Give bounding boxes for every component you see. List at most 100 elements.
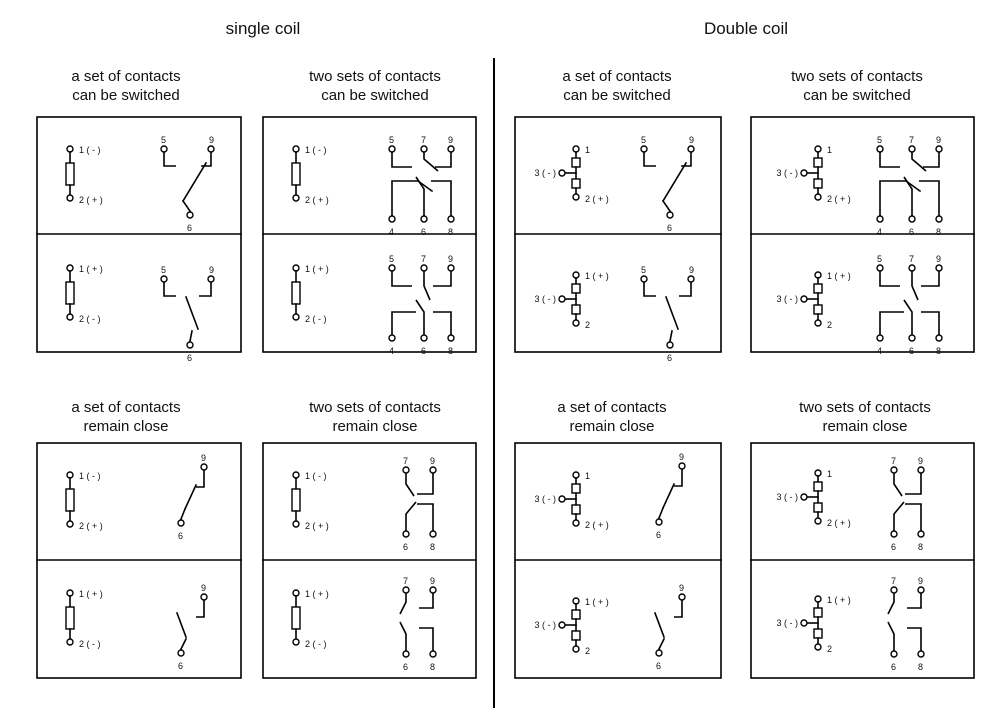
- terminal: [814, 319, 822, 327]
- terminal: [800, 493, 808, 501]
- terminal: [890, 530, 898, 538]
- terminal: [447, 264, 455, 272]
- switch-blade: [405, 501, 417, 531]
- terminal: [66, 313, 74, 321]
- terminal: [207, 275, 215, 283]
- contact-number: 8: [918, 662, 923, 672]
- terminal: [814, 193, 822, 201]
- wire: [923, 152, 940, 168]
- pin-label: 2 ( - ): [79, 639, 101, 649]
- terminal: [800, 169, 808, 177]
- switch-blade: [175, 611, 188, 639]
- terminal: [177, 649, 185, 657]
- pin-label: 2 ( + ): [827, 194, 851, 204]
- terminal: [814, 271, 822, 279]
- wire: [643, 282, 656, 297]
- terminal: [66, 589, 74, 597]
- pin-label: 2: [585, 646, 590, 656]
- terminal: [572, 319, 580, 327]
- wire: [163, 152, 176, 167]
- contact-number: 9: [209, 135, 214, 145]
- wire: [391, 271, 412, 287]
- terminal: [814, 469, 822, 477]
- terminal: [292, 520, 300, 528]
- terminal: [186, 341, 194, 349]
- terminal: [388, 215, 396, 223]
- wire: [643, 152, 656, 167]
- wire: [391, 180, 418, 216]
- wire: [879, 180, 906, 216]
- contact-number: 6: [187, 223, 192, 233]
- terminal: [917, 650, 925, 658]
- coil-resistor: [65, 488, 75, 512]
- terminal: [200, 593, 208, 601]
- terminal: [687, 275, 695, 283]
- contact-number: 7: [891, 576, 896, 586]
- terminal: [420, 334, 428, 342]
- terminal: [572, 145, 580, 153]
- terminal: [800, 619, 808, 627]
- pin-label: 2 ( + ): [305, 195, 329, 205]
- terminal: [292, 638, 300, 646]
- terminal: [890, 650, 898, 658]
- terminal: [890, 466, 898, 474]
- wire: [179, 507, 187, 521]
- terminal: [917, 586, 925, 594]
- terminal: [402, 586, 410, 594]
- contact-number: 6: [909, 346, 914, 356]
- terminal: [420, 145, 428, 153]
- wire: [905, 473, 922, 495]
- contact-number: 6: [187, 353, 192, 363]
- terminal: [429, 586, 437, 594]
- contact-number: 9: [936, 254, 941, 264]
- switch-blade: [661, 161, 688, 203]
- coil-resistor: [571, 283, 581, 294]
- contact-number: 7: [421, 135, 426, 145]
- wire: [196, 600, 205, 618]
- contact-number: 6: [891, 662, 896, 672]
- section-title-single-coil: single coil: [225, 19, 301, 38]
- section-title-double-coil: Double coil: [703, 19, 789, 38]
- wire: [879, 152, 900, 168]
- switch-blade: [399, 621, 407, 651]
- pin-label: 2 ( + ): [79, 521, 103, 531]
- terminal: [447, 334, 455, 342]
- pin-label: 2 ( - ): [305, 639, 327, 649]
- wire: [879, 311, 904, 335]
- terminal: [429, 530, 437, 538]
- pin-label: 1 ( + ): [79, 589, 103, 599]
- contact-number: 9: [448, 254, 453, 264]
- coil-resistor: [813, 481, 823, 492]
- terminal: [292, 313, 300, 321]
- contact-number: 6: [403, 662, 408, 672]
- terminal: [814, 517, 822, 525]
- pin-label: 1 ( + ): [585, 271, 609, 281]
- pin-label: 2 ( - ): [79, 314, 101, 324]
- coil-resistor: [291, 281, 301, 305]
- terminal: [558, 295, 566, 303]
- terminal: [890, 586, 898, 594]
- switch-blade: [415, 299, 425, 335]
- coil-resistor: [813, 283, 823, 294]
- coil-resistor: [813, 607, 823, 618]
- coil-resistor: [571, 157, 581, 168]
- terminal: [207, 145, 215, 153]
- terminal: [666, 211, 674, 219]
- terminal: [429, 466, 437, 474]
- terminal: [666, 341, 674, 349]
- contact-number: 9: [689, 265, 694, 275]
- terminal: [66, 638, 74, 646]
- wire: [181, 199, 192, 213]
- switch-blade: [661, 482, 676, 510]
- terminal: [908, 334, 916, 342]
- terminal: [177, 519, 185, 527]
- contact-number: 9: [430, 456, 435, 466]
- pin-label: 3 ( - ): [535, 294, 557, 304]
- wire: [921, 271, 940, 287]
- terminal: [687, 145, 695, 153]
- coil-resistor: [65, 281, 75, 305]
- terminal: [447, 145, 455, 153]
- coil-resistor: [571, 630, 581, 641]
